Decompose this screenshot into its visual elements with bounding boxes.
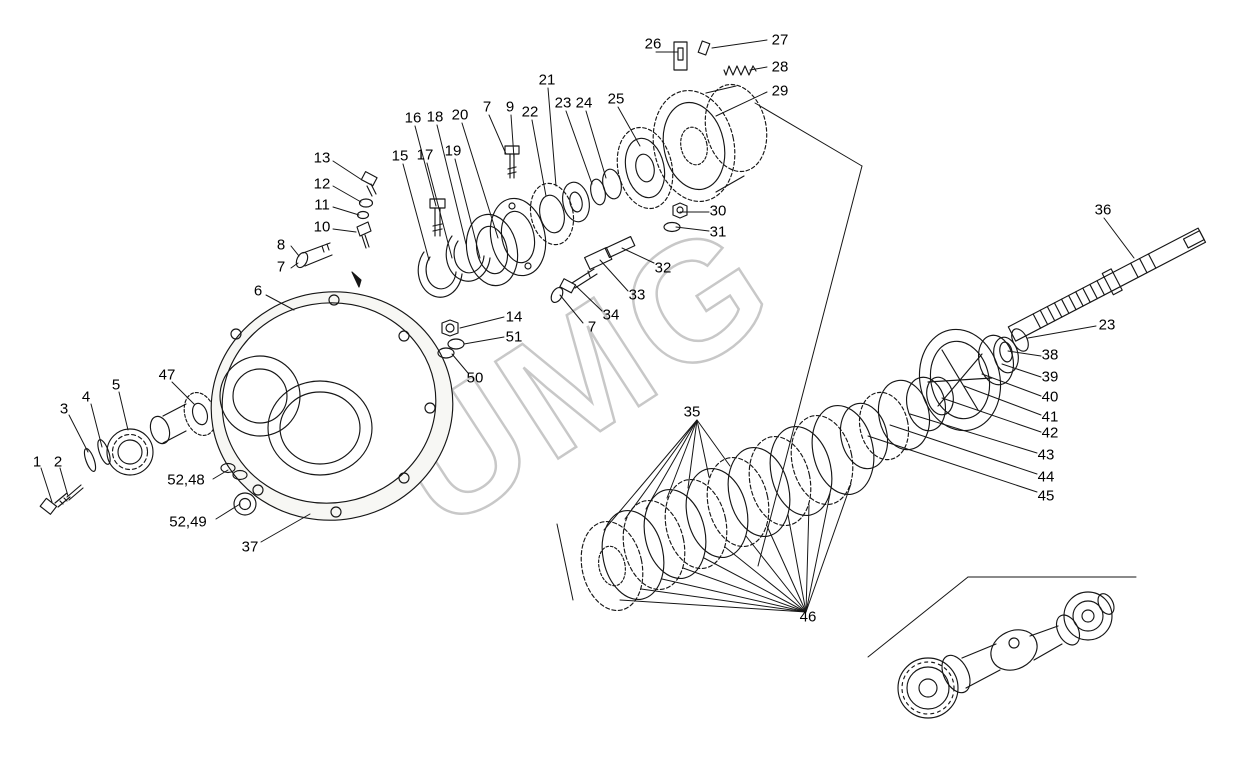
part-ring-3 [83, 448, 97, 472]
axle-assembly-inset [897, 591, 1115, 719]
part-washer-12 [358, 198, 374, 208]
part-cap-15 [417, 251, 463, 298]
part-ring-24 [602, 168, 622, 200]
part-bracket-33 [584, 246, 613, 270]
part-retainer-26 [673, 41, 688, 71]
part-gear-22 [529, 182, 575, 246]
part-fitting-10 [356, 221, 372, 249]
part-drum-gear-29 [652, 83, 768, 202]
part-washer-50 [437, 347, 455, 359]
part-shaft-36 [1007, 227, 1207, 342]
part-clutch-pack [580, 404, 875, 612]
part-pin-27 [697, 40, 711, 56]
part-bolt-8 [295, 242, 333, 269]
part-housing [210, 291, 454, 521]
part-bolt-1 [39, 492, 71, 515]
part-pin-2 [66, 484, 84, 501]
part-gear-21 [562, 181, 590, 223]
part-gear-25 [616, 126, 674, 210]
part-bolt-34 [559, 268, 598, 294]
part-plate-32 [604, 235, 636, 259]
part-plate-20 [489, 197, 547, 277]
part-washer-4 [97, 439, 111, 465]
part-nut-14 [441, 319, 459, 337]
part-bolt-9 [504, 145, 520, 179]
part-plug-52-48 [220, 462, 248, 481]
part-bolt-16 [429, 198, 446, 237]
part-bearing-5 [106, 428, 154, 476]
leader-lines [40, 39, 1137, 658]
part-carrier-assembly [839, 328, 1019, 470]
part-nut-30 [672, 202, 688, 219]
part-spring-28 [723, 65, 757, 76]
part-bolt-13 [360, 171, 378, 197]
part-ring-52-49 [233, 492, 257, 516]
part-plate-18 [465, 213, 519, 287]
pointer-arrow [351, 271, 362, 288]
